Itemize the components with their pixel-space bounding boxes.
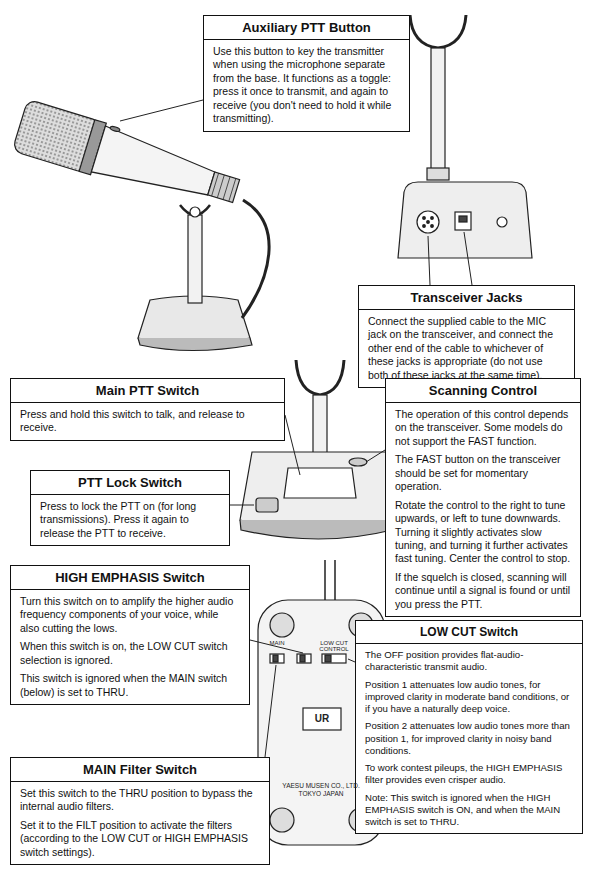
callout-text: Position 1 attenuates low audio tones, f…: [365, 679, 573, 716]
callout-text: This switch is ignored when the MAIN swi…: [20, 672, 240, 699]
callout-text: When this switch is on, the LOW CUT swit…: [20, 640, 240, 667]
callout-box: MAIN Filter SwitchSet this switch to the…: [10, 757, 270, 865]
callout-text: The OFF position provides flat-audio-cha…: [365, 649, 573, 674]
base-rear-view: [398, 15, 532, 258]
callout-text: Note: This switch is ignored when the HI…: [365, 792, 573, 829]
desk-stand: [138, 205, 252, 351]
callout-heading: Transceiver Jacks: [359, 286, 574, 310]
part-label: UR: [315, 713, 329, 724]
callout-box: PTT Lock SwitchPress to lock the PTT on …: [30, 470, 230, 546]
callout-text: The operation of this control depends on…: [395, 408, 571, 448]
part-label: LOW CUT: [320, 640, 348, 646]
callout-heading: Main PTT Switch: [11, 379, 284, 403]
callout-heading: HIGH EMPHASIS Switch: [11, 566, 249, 590]
callout-text: Set it to the FILT position to activate …: [20, 819, 260, 859]
callout-box: LOW CUT SwitchThe OFF position provides …: [355, 620, 583, 834]
callout-text: Connect the supplied cable to the MIC ja…: [368, 315, 565, 382]
callout-text: To work contest pileups, the HIGH EMPHAS…: [365, 762, 573, 787]
callout-box: Scanning ControlThe operation of this co…: [385, 378, 581, 617]
part-label: YAESU MUSEN CO., LTD.: [282, 782, 359, 789]
part-label: TOKYO JAPAN: [299, 790, 344, 797]
callout-heading: Auxiliary PTT Button: [204, 16, 409, 40]
callout-text: Position 2 attenuates low audio tones mo…: [365, 720, 573, 757]
callout-heading: MAIN Filter Switch: [11, 758, 269, 782]
part-label: CONTROL: [319, 646, 348, 652]
callout-text: Press to lock the PTT on (for long trans…: [40, 500, 220, 540]
callout-box: Transceiver JacksConnect the supplied ca…: [358, 285, 575, 388]
callout-text: Use this button to key the transmitter w…: [213, 45, 400, 126]
callout-heading: LOW CUT Switch: [356, 621, 582, 644]
callout-box: HIGH EMPHASIS SwitchTurn this switch on …: [10, 565, 250, 705]
part-label: MAIN: [270, 640, 285, 646]
callout-text: Set this switch to the THRU position to …: [20, 787, 260, 814]
callout-text: If the squelch is closed, scanning will …: [395, 571, 571, 611]
callout-text: The FAST button on the transceiver shoul…: [395, 453, 571, 493]
callout-text: Rotate the control to the right to tune …: [395, 499, 571, 566]
cable: [242, 200, 269, 318]
callout-heading: Scanning Control: [386, 379, 580, 403]
callout-box: Main PTT SwitchPress and hold this switc…: [10, 378, 285, 441]
callout-heading: PTT Lock Switch: [31, 471, 229, 495]
callout-box: Auxiliary PTT ButtonUse this button to k…: [203, 15, 410, 132]
callout-text: Turn this switch on to amplify the highe…: [20, 595, 240, 635]
callout-text: Press and hold this switch to talk, and …: [20, 408, 275, 435]
